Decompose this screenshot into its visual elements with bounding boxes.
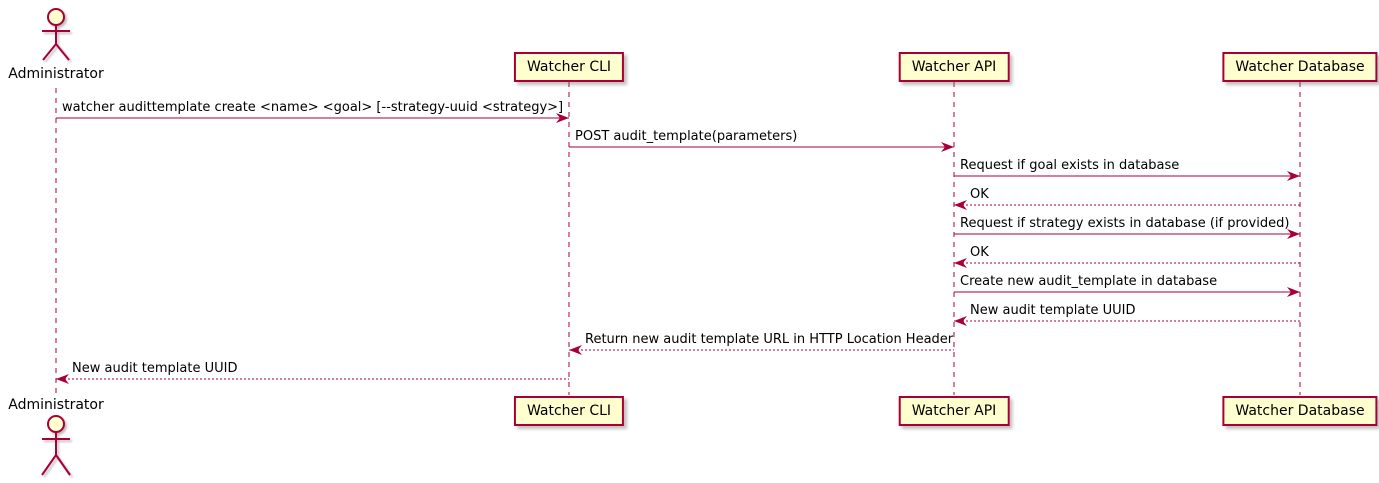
message-arrowhead-8 bbox=[569, 345, 582, 355]
participant-box-api-bottom: Watcher API bbox=[898, 396, 1010, 426]
message-label-5: OK bbox=[970, 245, 989, 260]
message-arrowhead-5 bbox=[954, 258, 967, 268]
message-label-2: Request if goal exists in database bbox=[960, 158, 1180, 173]
message-label-4: Request if strategy exists in database (… bbox=[960, 216, 1290, 231]
message-arrowhead-1 bbox=[941, 142, 954, 152]
message-label-8: Return new audit template URL in HTTP Lo… bbox=[585, 332, 954, 347]
participant-box-cli-top: Watcher CLI bbox=[513, 52, 625, 82]
actor-label-top: Administrator bbox=[8, 66, 104, 82]
message-arrowhead-9 bbox=[56, 374, 69, 384]
message-arrowhead-6 bbox=[1287, 287, 1300, 297]
message-label-1: POST audit_template(parameters) bbox=[575, 129, 798, 144]
actor-label-bottom: Administrator bbox=[8, 397, 104, 413]
message-label-7: New audit template UUID bbox=[970, 303, 1136, 318]
message-label-0: watcher audittemplate create <name> <goa… bbox=[62, 100, 564, 115]
message-arrowhead-7 bbox=[954, 316, 967, 326]
message-label-6: Create new audit_template in database bbox=[960, 274, 1218, 289]
message-arrowhead-2 bbox=[1287, 171, 1300, 181]
participant-box-cli-bottom: Watcher CLI bbox=[513, 396, 625, 426]
message-arrowhead-0 bbox=[556, 113, 569, 123]
message-label-9: New audit template UUID bbox=[72, 361, 238, 376]
message-arrowhead-4 bbox=[1287, 229, 1300, 239]
actor-icon-bottom bbox=[41, 415, 71, 476]
participant-box-db-bottom: Watcher Database bbox=[1222, 396, 1378, 426]
participant-box-api-top: Watcher API bbox=[898, 52, 1010, 82]
participant-box-db-top: Watcher Database bbox=[1222, 52, 1378, 82]
message-arrowhead-3 bbox=[954, 200, 967, 210]
actor-icon-top bbox=[42, 8, 70, 61]
message-label-3: OK bbox=[970, 187, 989, 202]
